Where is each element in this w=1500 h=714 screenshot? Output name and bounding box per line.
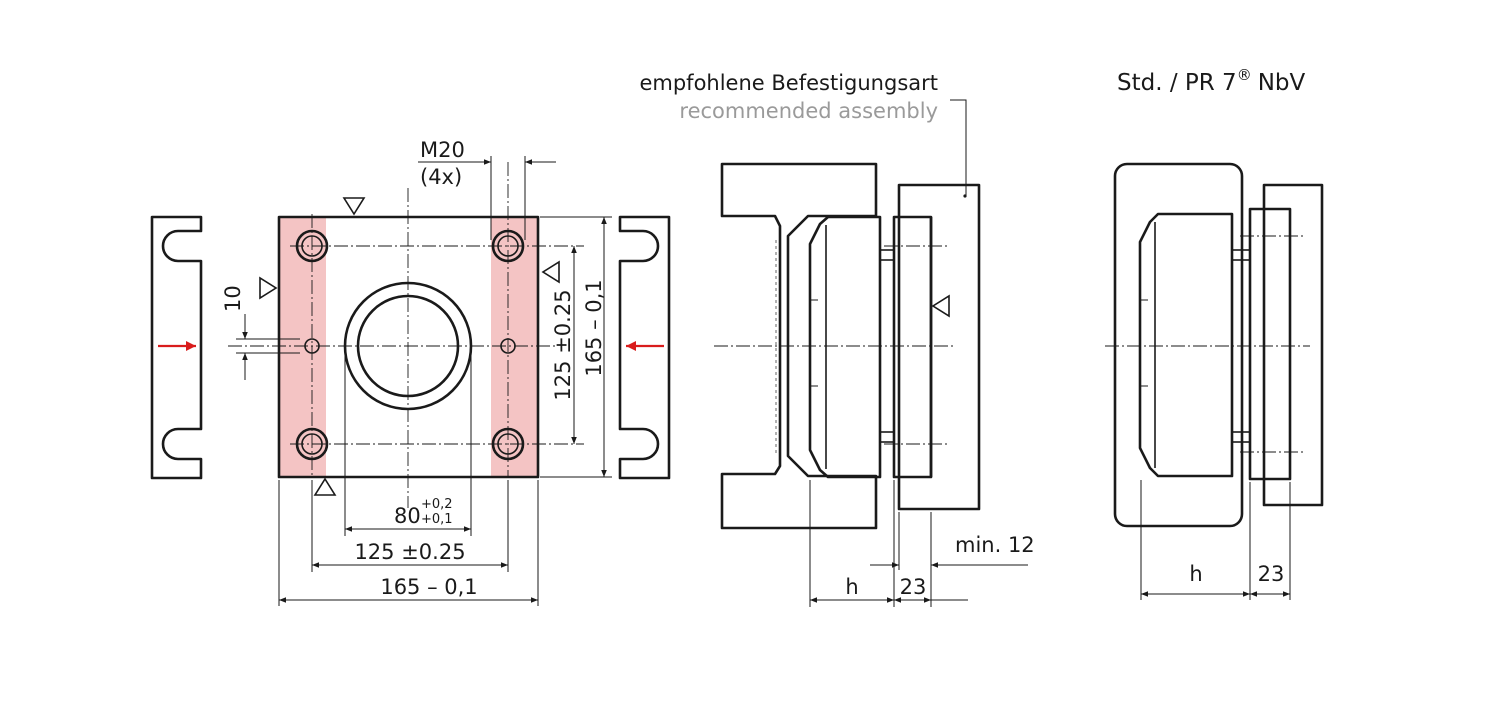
threaded-holes bbox=[295, 229, 525, 461]
variant-title: Std. / PR 7®NbV bbox=[1117, 66, 1306, 96]
chuck-body bbox=[808, 215, 882, 479]
left-clamp-rail bbox=[150, 215, 203, 480]
assembly-leader-line bbox=[950, 99, 967, 196]
hole-spacing-v-label: 125 ±0.25 bbox=[551, 289, 575, 400]
side-h-label: h bbox=[845, 575, 858, 599]
min-distance-label: min. 12 bbox=[955, 533, 1035, 557]
std-housing bbox=[1113, 162, 1244, 528]
std-mounting-plate bbox=[1262, 183, 1324, 507]
side-reference-triangle bbox=[931, 294, 950, 318]
side-view: empfohlene Befestigungsart recommended a… bbox=[639, 71, 1035, 607]
bore-tolerance-upper: +0,2 bbox=[421, 497, 453, 512]
reference-triangle-top bbox=[342, 197, 366, 216]
reference-triangle-left bbox=[259, 276, 278, 300]
bore-tolerance-lower: +0,1 bbox=[421, 512, 453, 527]
std-chuck-body bbox=[1138, 212, 1234, 478]
reference-triangle-right bbox=[541, 260, 560, 284]
front-view: M20 (4x) 10 80 +0,2 +0,1 125 ±0.25 165 –… bbox=[150, 138, 671, 606]
mounting-plate bbox=[897, 183, 981, 511]
std-clamping-plate bbox=[1248, 207, 1292, 481]
connector-bottom bbox=[879, 431, 895, 443]
plate-height-label: 165 – 0,1 bbox=[582, 279, 606, 376]
thread-size-label: M20 bbox=[420, 138, 465, 162]
reference-triangle-bottom bbox=[313, 477, 337, 496]
std-thickness-label: 23 bbox=[1258, 562, 1285, 586]
std-h-label: h bbox=[1189, 562, 1202, 586]
assembly-title-en: recommended assembly bbox=[679, 99, 938, 123]
assembly-title-de: empfohlene Befestigungsart bbox=[639, 71, 938, 95]
side-thickness-label: 23 bbox=[900, 575, 927, 599]
connector-top bbox=[879, 249, 895, 261]
plate-outline bbox=[277, 215, 540, 479]
center-bore-inner bbox=[356, 294, 460, 398]
right-clamp-rail bbox=[618, 215, 671, 480]
std-view: Std. / PR 7®NbV h 23 bbox=[1105, 66, 1324, 600]
dowel-holes bbox=[304, 338, 516, 354]
hole-spacing-h-label: 125 ±0.25 bbox=[354, 540, 465, 564]
offset-dimension-label: 10 bbox=[221, 285, 245, 312]
bore-dimension-label: 80 bbox=[394, 504, 421, 528]
plate-width-label: 165 – 0,1 bbox=[380, 575, 477, 599]
thread-count-label: (4x) bbox=[420, 165, 462, 189]
